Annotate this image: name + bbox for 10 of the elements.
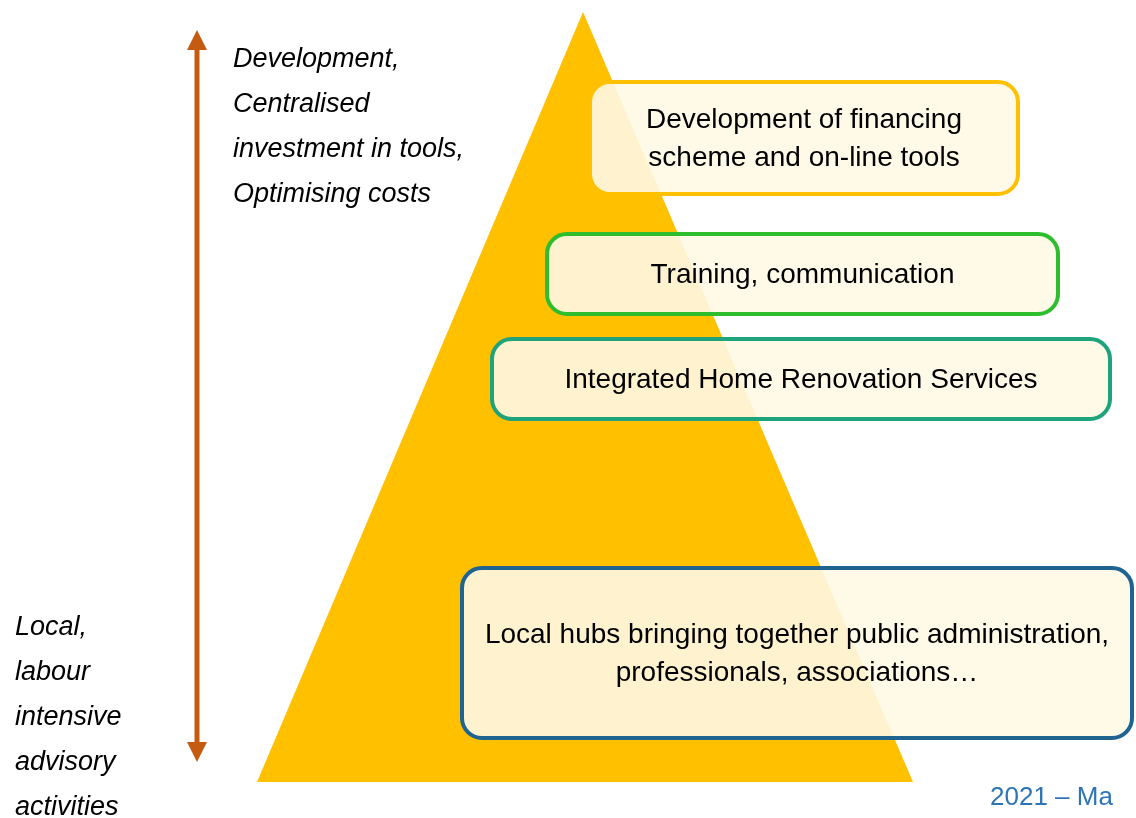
box-text: Integrated Home Renovation Services <box>564 362 1038 396</box>
box-text: Development of financing scheme and on-line tools <box>645 102 963 174</box>
footer-text: 2021 – Ma <box>990 780 1114 812</box>
box-text: Local hubs bringing together public administration, professionals, associations… <box>483 617 1111 689</box>
tier-box <box>545 232 1060 316</box>
tier-box <box>490 337 1112 421</box>
tier-box <box>460 566 1134 740</box>
box-text: Training, communication <box>650 257 955 291</box>
side-note: Development, Centralised investment in tools, Optimising costs <box>233 42 466 210</box>
side-note: Local, labour intensive advisory activities <box>15 610 123 818</box>
